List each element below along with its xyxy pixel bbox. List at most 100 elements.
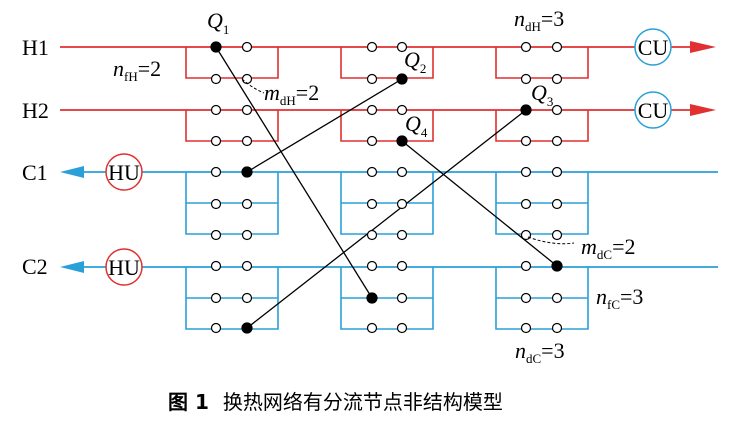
hot-stream-arrow [690, 41, 716, 53]
exchanger-connection [246, 109, 527, 329]
annotation-nfc: nfC=3 [596, 284, 643, 312]
hot-utility-label-c1: HU [108, 160, 140, 185]
split-node [241, 135, 253, 147]
split-node [551, 166, 563, 178]
split-node [551, 135, 563, 147]
split-node [396, 260, 408, 272]
split-node [520, 322, 532, 334]
split-node [241, 104, 253, 116]
mdc-leader [527, 236, 575, 245]
split-node [520, 229, 532, 241]
split-node [396, 104, 408, 116]
exchanger-node [241, 166, 253, 178]
cold-split-branch [185, 267, 279, 330]
split-node [396, 166, 408, 178]
split-node [520, 198, 532, 210]
split-node [210, 260, 222, 272]
exchanger-node [396, 135, 408, 147]
exchanger-node [396, 73, 408, 85]
split-node [210, 229, 222, 241]
cold-split-branch [340, 267, 434, 330]
split-node [241, 41, 253, 53]
stream-label-h1: H1 [22, 35, 49, 60]
split-node [520, 292, 532, 304]
split-nodes [210, 41, 563, 334]
split-node [366, 135, 378, 147]
split-node [366, 322, 378, 334]
cold-utility-label-h2: CU [638, 98, 669, 123]
exchanger-label-q2: Q2 [404, 47, 426, 76]
split-node [241, 229, 253, 241]
split-node [210, 73, 222, 85]
split-node [551, 73, 563, 85]
split-node [396, 322, 408, 334]
hot-split-branch [340, 110, 434, 142]
split-node [396, 292, 408, 304]
mdh-leader [241, 78, 265, 94]
hot-split-branch [185, 47, 279, 79]
split-node [520, 135, 532, 147]
split-node [396, 198, 408, 210]
split-node [551, 41, 563, 53]
hot-split-branch [185, 110, 279, 142]
cold-utility-circle [634, 91, 672, 129]
split-node [241, 260, 253, 272]
stream-label-c2: C2 [22, 254, 48, 279]
split-node [210, 198, 222, 210]
exchanger-label-q1: Q1 [207, 8, 229, 37]
hot-utility-label-c2: HU [108, 255, 140, 280]
split-node [210, 292, 222, 304]
split-node [366, 260, 378, 272]
cold-split-branch [495, 267, 589, 330]
split-node [241, 292, 253, 304]
split-node [520, 73, 532, 85]
exchanger-node [366, 292, 378, 304]
split-node [366, 198, 378, 210]
exchanger-label-q3: Q3 [531, 80, 553, 109]
split-node [551, 292, 563, 304]
split-node [551, 229, 563, 241]
annotation-ndc: ndC=3 [515, 338, 565, 366]
split-node [520, 166, 532, 178]
split-node [396, 41, 408, 53]
annotation-mdc: mdC=2 [581, 234, 635, 262]
split-node [551, 322, 563, 334]
hot-utility-circle [105, 153, 143, 191]
exchanger-connection [401, 140, 558, 267]
split-node [210, 322, 222, 334]
hot-utility-circle [105, 248, 143, 286]
split-node [210, 135, 222, 147]
exchanger-connections [215, 46, 558, 329]
hot-stream-arrow [690, 104, 716, 116]
split-node [366, 73, 378, 85]
split-node [520, 260, 532, 272]
hot-split-branch [340, 47, 434, 79]
split-node [210, 104, 222, 116]
split-node [210, 166, 222, 178]
exchanger-connection [246, 78, 403, 173]
split-node [520, 41, 532, 53]
exchanger-node [551, 260, 563, 272]
cold-utility-circle [634, 28, 672, 66]
stream-label-h2: H2 [22, 98, 49, 123]
split-node [551, 104, 563, 116]
split-node [366, 41, 378, 53]
cold-stream-arrow [60, 261, 84, 273]
cold-stream-arrow [60, 166, 84, 178]
annotation-ndh: ndH=3 [514, 6, 564, 34]
cold-split-branch [495, 172, 589, 235]
split-node [396, 229, 408, 241]
split-node [241, 73, 253, 85]
annotation-nfh: nfH=2 [113, 56, 161, 84]
exchanger-node [241, 322, 253, 334]
stream-label-c1: C1 [22, 160, 48, 185]
exchanger-node [210, 41, 222, 53]
exchanger-connection [215, 46, 373, 299]
hot-split-branch [495, 47, 589, 79]
exchanger-label-q4: Q4 [405, 111, 428, 140]
split-node [366, 166, 378, 178]
cold-utility-label-h1: CU [638, 35, 669, 60]
exchanger-node [520, 104, 532, 116]
